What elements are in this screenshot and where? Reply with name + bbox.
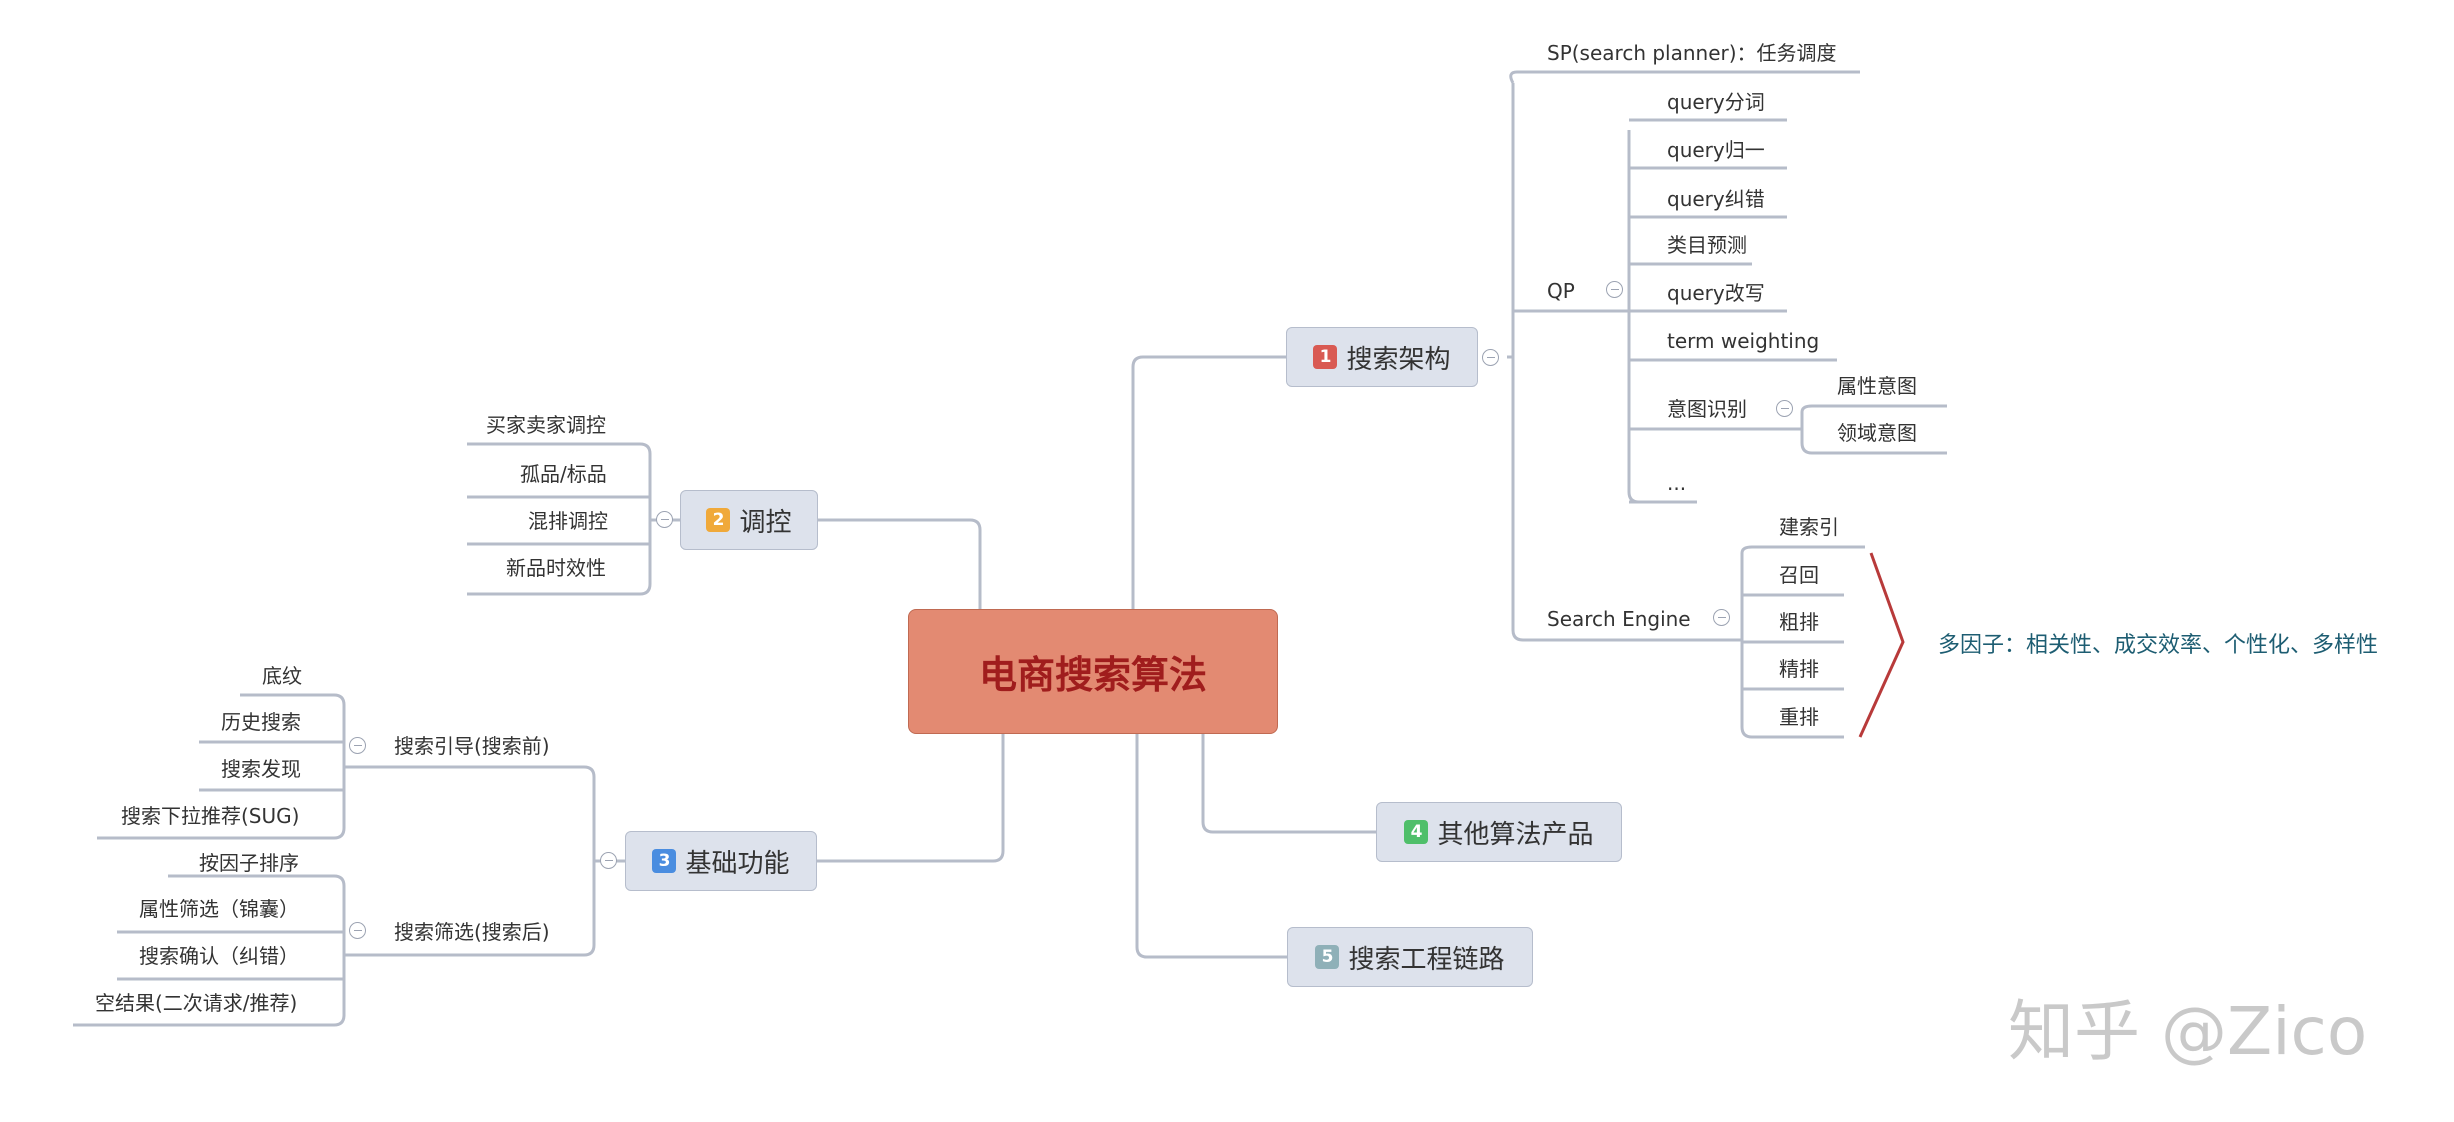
engine-item[interactable]: 召回 [1779, 563, 1819, 587]
topic-search-guide[interactable]: 搜索引导(搜索前) [394, 734, 550, 758]
branch-search-engineering[interactable]: 5 搜索工程链路 [1287, 927, 1533, 987]
branch-basic-functions[interactable]: 3 基础功能 [625, 831, 817, 891]
branch-label: 搜索架构 [1346, 344, 1451, 375]
intent-child[interactable]: 属性意图 [1837, 374, 1917, 398]
qp-item[interactable]: query归一 [1667, 138, 1765, 162]
number-badge: 2 [706, 508, 731, 532]
branch-label: 调控 [739, 507, 792, 538]
filter-item[interactable]: 按因子排序 [199, 851, 299, 875]
engine-item[interactable]: 精排 [1779, 657, 1819, 681]
number-badge: 3 [652, 849, 677, 873]
qp-item[interactable]: query改写 [1667, 281, 1765, 305]
qp-item-intent[interactable]: 意图识别 [1667, 397, 1747, 421]
engine-item[interactable]: 重排 [1779, 705, 1819, 729]
collapse-icon[interactable] [600, 852, 617, 869]
guide-item[interactable]: 搜索发现 [221, 757, 301, 781]
collapse-icon[interactable] [1606, 281, 1623, 298]
central-title: 电商搜索算法 [978, 653, 1207, 697]
filter-item[interactable]: 搜索确认（纠错） [139, 944, 299, 968]
branch-label: 搜索工程链路 [1348, 944, 1505, 975]
control-item[interactable]: 混排调控 [528, 509, 608, 533]
branch-control[interactable]: 2 调控 [680, 490, 818, 550]
control-item[interactable]: 新品时效性 [506, 556, 606, 580]
engine-item[interactable]: 粗排 [1779, 610, 1819, 634]
number-badge: 5 [1315, 945, 1340, 969]
collapse-icon[interactable] [1713, 609, 1730, 626]
collapse-icon[interactable] [349, 737, 366, 754]
topic-qp[interactable]: QP [1547, 279, 1575, 303]
central-topic[interactable]: 电商搜索算法 [908, 609, 1278, 734]
qp-item[interactable]: 类目预测 [1667, 233, 1747, 257]
guide-item[interactable]: 底纹 [262, 664, 302, 688]
control-item[interactable]: 孤品/标品 [520, 462, 607, 486]
branch-label: 基础功能 [685, 848, 790, 879]
filter-item[interactable]: 属性筛选（锦囊） [139, 897, 299, 921]
branch-label: 其他算法产品 [1437, 819, 1594, 850]
number-badge: 4 [1404, 820, 1429, 844]
qp-item[interactable]: ... [1667, 471, 1687, 495]
branch-search-architecture[interactable]: 1 搜索架构 [1286, 327, 1478, 387]
guide-item[interactable]: 历史搜索 [221, 710, 301, 734]
topic-search-engine[interactable]: Search Engine [1547, 607, 1691, 631]
intent-child[interactable]: 领域意图 [1837, 421, 1917, 445]
topic-search-filter[interactable]: 搜索筛选(搜索后) [394, 920, 550, 944]
filter-item[interactable]: 空结果(二次请求/推荐) [95, 991, 298, 1015]
engine-item[interactable]: 建索引 [1779, 515, 1839, 539]
collapse-icon[interactable] [1482, 349, 1499, 366]
collapse-icon[interactable] [349, 922, 366, 939]
control-item[interactable]: 买家卖家调控 [486, 413, 606, 437]
qp-item[interactable]: term weighting [1667, 329, 1820, 353]
guide-item[interactable]: 搜索下拉推荐(SUG) [121, 804, 300, 828]
qp-item[interactable]: query分词 [1667, 90, 1765, 114]
engine-bracket [1858, 552, 1905, 738]
topic-sp[interactable]: SP(search planner)：任务调度 [1547, 41, 1837, 65]
qp-item[interactable]: query纠错 [1667, 187, 1765, 211]
engine-note[interactable]: 多因子：相关性、成交效率、个性化、多样性 [1938, 633, 2379, 658]
watermark: 知乎 @Zico [2008, 993, 2368, 1070]
collapse-icon[interactable] [1776, 400, 1793, 417]
branch-other-products[interactable]: 4 其他算法产品 [1376, 802, 1622, 862]
number-badge: 1 [1313, 345, 1338, 369]
collapse-icon[interactable] [656, 511, 673, 528]
